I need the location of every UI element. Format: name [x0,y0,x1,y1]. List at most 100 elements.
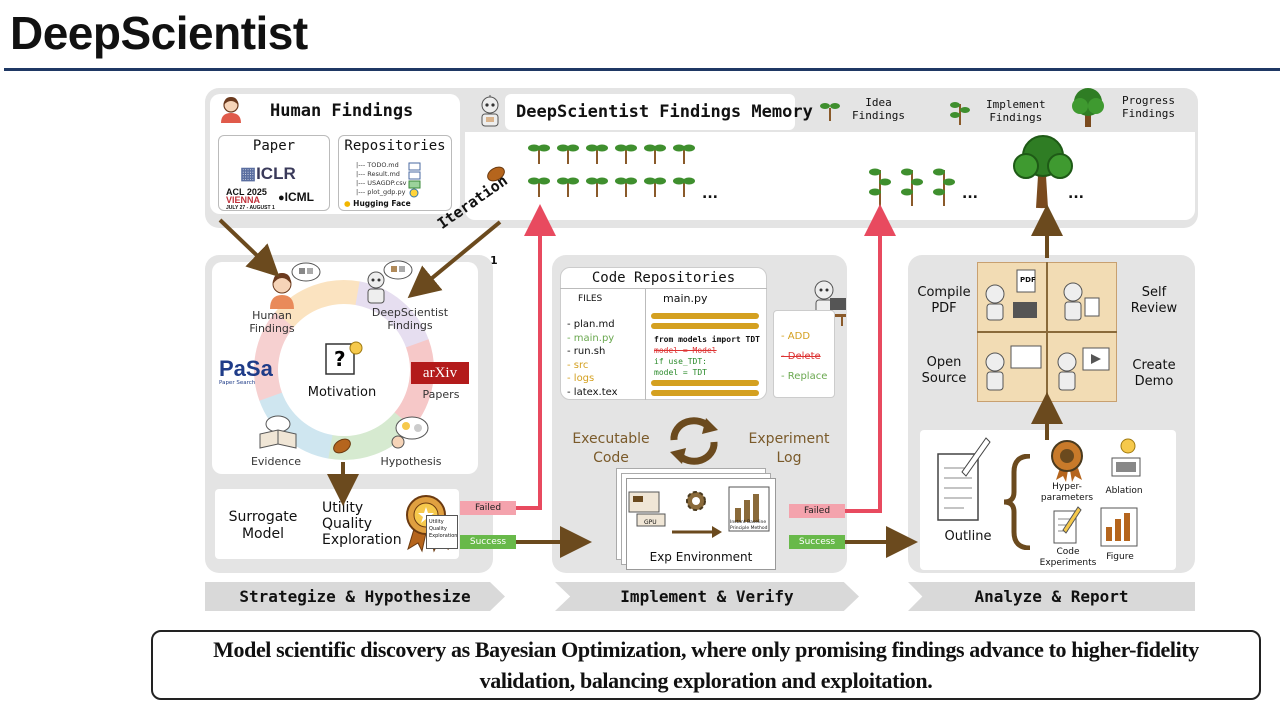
sprout-icon [586,177,608,197]
self-review-label: Self Review [1130,285,1178,316]
acl-logo: ACL 2025 VIENNA JULY 27 - AUGUST 1 [226,187,275,212]
op-add: - ADD [781,331,811,342]
human-findings-avatar [266,262,322,314]
code-snippet: from models import TDT model = Model if … [654,335,760,377]
repo-file-icons [408,162,422,198]
file-item: - main.py [567,332,615,344]
title-rule [4,68,1280,71]
code-bar [651,313,759,319]
svg-text:?: ? [334,347,346,371]
sprout-icon [615,177,637,197]
ds-findings-robot [362,258,414,310]
curly-brace [1000,453,1036,554]
stage-strategize: Strategize & Hypothesize [205,582,505,611]
code-repos-title: Code Repositories [591,270,736,286]
caption-text: Model scientific discovery as Bayesian O… [213,637,1199,693]
sprout-icon [673,144,695,164]
sapling-icon [901,168,923,206]
op-delete: - Delete [781,351,821,362]
idea-findings-legend: Idea Findings [820,96,905,122]
files-header: FILES [578,294,603,304]
progress-ellipsis: ... [1068,186,1084,202]
sprout-icon [644,144,666,164]
compile-pdf-label: Compile PDF [917,285,971,316]
implement-ellipsis: ... [962,186,978,202]
outline-label: Outline [944,529,992,544]
progress-tree-icon [1012,132,1074,214]
ablation-label: Ablation [1105,486,1143,496]
paper-label: Paper [252,138,296,154]
failed-badge-2: Failed [789,504,845,518]
create-demo-label: Create Demo [1132,358,1176,389]
evidence-label: Evidence [250,455,302,468]
code-bar [651,380,759,386]
results-chart-icon [728,486,770,536]
op-replace: - Replace [781,371,828,382]
page-title: DeepScientist [10,7,308,59]
question-bulb-icon: ? [324,338,364,382]
code-experiments-label: Code Experiments [1039,547,1097,568]
file-item: - run.sh [567,346,606,357]
progress-findings-legend: Progress Findings [1070,86,1175,128]
file-item: - plan.md [567,319,615,330]
arrow-failed-2 [845,204,896,513]
memory-title-card [505,94,795,130]
idea-ellipsis: ... [702,186,718,202]
gear-icon [682,487,710,519]
sprout-icon [557,144,579,164]
caption-box [151,630,1261,700]
file-item: - latex.tex [567,386,618,398]
human-findings-ring-label: Human Findings [249,309,295,335]
experiment-log-label: Experiment Log [748,431,830,466]
surrogate-label: Surrogate Model [228,509,298,542]
chart-caption: Instant Baseline Principle Method [730,520,768,531]
code-bar [651,323,759,329]
evidence-book-icon [258,414,298,454]
hypothesis-label: Hypothesis [380,455,442,468]
flow-arrow-icon [672,523,722,542]
ds-findings-ring-label: DeepScientist Findings [371,306,449,332]
stage-implement: Implement & Verify [555,582,859,611]
file-item: - src [567,359,589,371]
cycle-arrows-icon [666,416,722,470]
sprout-icon [557,177,579,197]
hyperparameters-icon [1050,438,1084,486]
arrow-failed-1 [516,204,556,510]
stage-analyze: Analyze & Report [908,582,1195,611]
iclr-logo: ▦ICLR [240,164,296,183]
implement-saplings [869,168,955,206]
tree-icon [1072,88,1104,127]
figure-label: Figure [1106,552,1134,562]
arxiv-logo: arXiv [411,362,469,384]
figure-icon [1100,507,1138,551]
paper-box [218,135,330,211]
sprout-icon [586,144,608,164]
repo-file-list: |--- TODO.md |--- Result.md |--- USAGDP.… [356,161,407,196]
code-bar [651,390,759,396]
mainpy-header: main.py [663,292,708,305]
pdf-text: PDF [1020,276,1036,284]
sprout-icon [673,177,695,197]
sprout-icon [644,177,666,197]
file-list: - plan.md - main.py - run.sh - src - log… [567,318,618,399]
sapling-icon [950,102,970,125]
sprout-icon [820,103,840,121]
repositories-label: Repositories [344,138,446,154]
success-badge-2: Success [789,535,845,549]
repositories-box [338,135,452,211]
memory-title: DeepScientist Findings Memory [516,102,813,122]
human-findings-title: Human Findings [270,101,414,121]
seed-center-icon [332,437,352,459]
sapling-icon [933,168,955,206]
exp-env-label: Exp Environment [649,550,753,564]
badge-card: Utility Quality Exploration [426,515,458,549]
hugging-face-icon: ● [344,199,351,208]
code-repos-card [560,267,767,400]
ops-card [773,310,835,398]
hugging-face-logo: ● Hugging Face [344,199,411,208]
implement-findings-legend: Implement Findings [950,96,1046,126]
robot-memory-icon [476,95,504,129]
motivation-label: Motivation [307,385,377,400]
gpu-label: GPU [644,519,657,526]
code-experiments-icon [1052,505,1082,551]
